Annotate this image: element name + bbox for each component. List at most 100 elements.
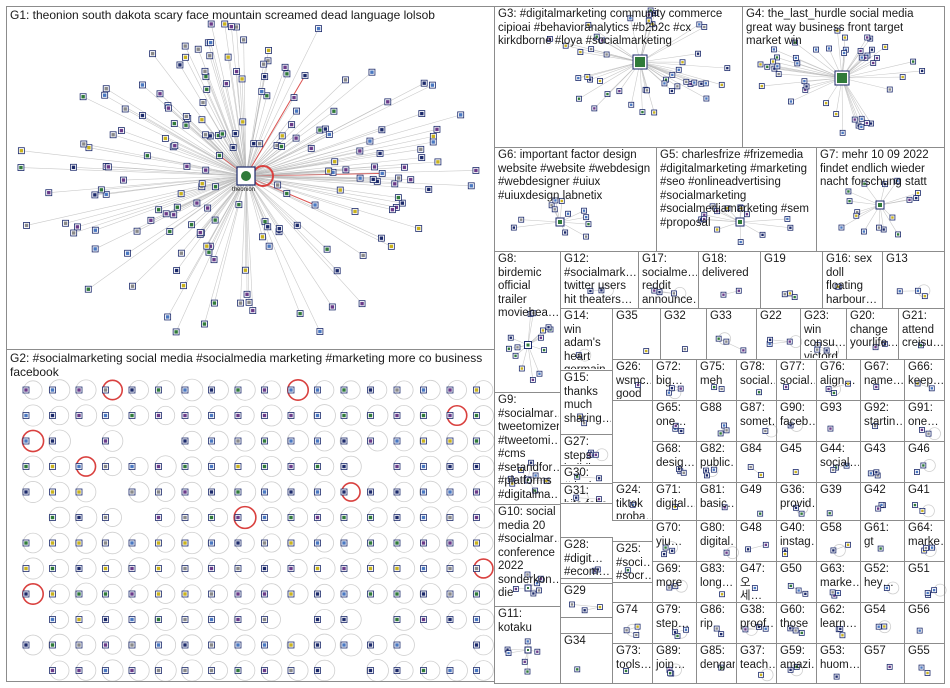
node-fill-G2 — [183, 541, 187, 545]
node-fill-G5 — [726, 207, 729, 210]
edge-G1 — [214, 175, 247, 304]
node-fill-G1 — [195, 201, 199, 205]
node-fill-G28 — [596, 568, 599, 571]
node-fill-G76 — [832, 391, 836, 395]
edge-G3 — [639, 61, 687, 83]
node-fill-G1 — [208, 244, 212, 248]
node-fill-G5 — [711, 205, 714, 208]
node-fill-G2 — [50, 592, 55, 596]
node-fill-G51 — [926, 591, 929, 595]
node-fill-G2 — [315, 643, 320, 647]
node-fill-G1 — [140, 113, 145, 118]
hub-label-g1: theonion — [232, 187, 256, 193]
node-fill-G1 — [257, 142, 262, 146]
node-fill-G1 — [393, 182, 397, 186]
edge-G1 — [209, 55, 247, 177]
node-fill-G1 — [285, 191, 289, 196]
node-fill-G7 — [862, 230, 866, 233]
node-fill-G4 — [775, 56, 779, 59]
node-fill-G2 — [77, 388, 81, 392]
node-fill-G2 — [50, 668, 55, 673]
node-fill-G1 — [431, 140, 435, 144]
node-fill-G1 — [260, 89, 264, 94]
node-fill-G7 — [856, 210, 859, 214]
node-fill-G3 — [587, 23, 590, 27]
node-fill-G7 — [848, 199, 851, 203]
node-fill-G79 — [676, 634, 679, 638]
node-fill-G1 — [213, 218, 217, 222]
group-label-g27: G27: steps buildi… millio… — [564, 436, 602, 464]
node-fill-G3 — [696, 52, 700, 55]
node-fill-G2 — [156, 541, 161, 545]
node-fill-G2 — [289, 541, 293, 545]
node-fill-G4 — [759, 63, 762, 66]
edge-G6 — [521, 219, 561, 223]
edge-G31 — [576, 497, 600, 500]
edge-G4 — [778, 73, 843, 79]
node-fill-G62 — [841, 634, 844, 637]
node-fill-G4 — [888, 88, 891, 91]
node-fill-G84 — [749, 465, 752, 469]
node-fill-G9 — [509, 477, 513, 481]
node-fill-G1 — [174, 268, 179, 273]
node-fill-G4 — [793, 41, 797, 44]
self-loop-G2 — [445, 531, 469, 555]
node-fill-G1 — [285, 72, 289, 76]
edge-G8 — [527, 344, 540, 374]
node-fill-G50 — [804, 592, 807, 596]
node-fill-G1 — [358, 176, 362, 180]
edge-G7 — [849, 200, 881, 206]
node-fill-G60 — [800, 631, 803, 635]
edge-G1 — [245, 175, 328, 250]
edge-G1 — [245, 50, 269, 177]
node-fill-G1 — [318, 329, 322, 334]
node-fill-G2 — [262, 617, 267, 622]
node-fill-G2 — [448, 464, 452, 469]
node-fill-G41 — [921, 509, 924, 513]
edge-G1 — [208, 42, 247, 177]
node-fill-G4 — [760, 84, 763, 88]
self-loop-G2 — [154, 455, 177, 478]
node-fill-G46 — [915, 470, 919, 474]
node-fill-G3 — [693, 81, 696, 84]
node-fill-G55 — [920, 666, 923, 669]
node-fill-G2 — [236, 566, 240, 571]
node-fill-G11 — [507, 651, 510, 655]
node-fill-G13 — [898, 290, 901, 293]
node-fill-G4 — [911, 60, 915, 63]
node-fill-G1 — [358, 149, 362, 153]
node-fill-G23 — [816, 348, 819, 351]
node-fill-G61 — [879, 547, 882, 550]
node-fill-G2 — [315, 413, 320, 418]
self-loop-G2 — [366, 404, 389, 427]
node-fill-G2 — [474, 668, 479, 673]
node-fill-G2 — [209, 643, 214, 647]
node-fill-G41 — [913, 503, 917, 507]
edge-G1 — [174, 123, 247, 177]
node-fill-G43 — [869, 472, 872, 475]
node-fill-G1 — [436, 160, 440, 164]
node-fill-G1 — [93, 228, 98, 232]
node-fill-G1 — [409, 177, 413, 182]
edge-G1 — [169, 175, 247, 232]
node-fill-G2 — [262, 388, 267, 392]
node-fill-G1 — [212, 257, 216, 262]
node-fill-G1 — [333, 160, 337, 164]
edge-G1 — [48, 175, 247, 193]
group-label-g83: G83: long… — [700, 563, 734, 589]
node-fill-G33 — [717, 337, 720, 340]
node-fill-G6 — [566, 212, 570, 215]
edge-G1 — [185, 57, 247, 177]
node-fill-G2 — [315, 592, 320, 596]
node-fill-G1 — [327, 132, 332, 137]
node-fill-G1 — [202, 322, 207, 326]
node-fill-G25 — [626, 568, 630, 572]
node-fill-G64 — [930, 546, 934, 549]
node-fill-G2 — [448, 592, 452, 596]
node-fill-G77 — [784, 385, 788, 389]
edge-G1 — [245, 128, 326, 177]
node-fill-G89 — [668, 672, 672, 675]
node-fill-G7 — [863, 182, 866, 185]
node-fill-G1 — [402, 165, 407, 169]
